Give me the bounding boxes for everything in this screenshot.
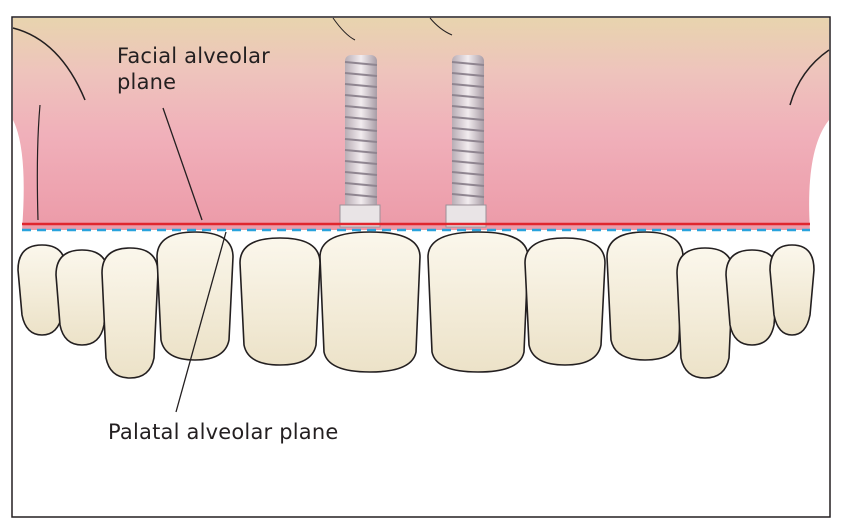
implant-thread	[451, 182, 485, 187]
implant-thread	[451, 138, 485, 143]
tooth	[769, 244, 815, 336]
tooth	[524, 237, 606, 366]
implant-thread	[451, 61, 485, 66]
tooth	[725, 249, 779, 346]
implant-thread	[344, 72, 378, 77]
implant-thread	[344, 193, 378, 198]
implant-thread	[344, 182, 378, 187]
implant-thread	[344, 61, 378, 66]
implant-thread	[451, 160, 485, 165]
bone-contour-left	[12, 27, 86, 101]
implant-thread	[344, 149, 378, 154]
implant-thread	[344, 138, 378, 143]
teeth	[17, 231, 815, 379]
tooth	[55, 249, 109, 346]
implant-thread	[451, 193, 485, 198]
implant-threads	[344, 61, 485, 198]
implant-thread	[451, 149, 485, 154]
implant-thread	[344, 160, 378, 165]
implant-thread	[451, 116, 485, 121]
implant-thread	[451, 171, 485, 176]
palatal-alveolar-plane-label: Palatal alveolar plane	[108, 420, 339, 444]
gingiva	[13, 18, 829, 230]
bone-contour-top	[332, 17, 453, 41]
implant-thread	[344, 105, 378, 110]
bone-contour-right	[789, 49, 830, 106]
palatal-leader-line	[175, 231, 227, 413]
implant-thread	[344, 171, 378, 176]
tooth	[319, 231, 421, 373]
facial-alveolar-plane-label: Facial alveolar plane	[117, 43, 270, 95]
implant-thread	[451, 83, 485, 88]
facial-leader-line	[162, 107, 203, 221]
tooth	[156, 231, 234, 361]
tooth	[427, 231, 529, 373]
tooth	[676, 247, 734, 379]
tooth	[239, 237, 321, 366]
tooth	[101, 247, 159, 379]
facial-label-line1: Facial alveolar	[117, 44, 271, 68]
bone-contour-left-2	[36, 104, 41, 221]
implant-thread	[344, 94, 378, 99]
implant-thread	[451, 127, 485, 132]
tooth	[606, 231, 684, 361]
implant-thread	[451, 72, 485, 77]
implant-thread	[344, 127, 378, 132]
implant-thread	[344, 116, 378, 121]
implant-thread	[344, 83, 378, 88]
facial-label-line2: plane	[117, 70, 177, 94]
implant-thread	[451, 105, 485, 110]
implant-thread	[451, 94, 485, 99]
